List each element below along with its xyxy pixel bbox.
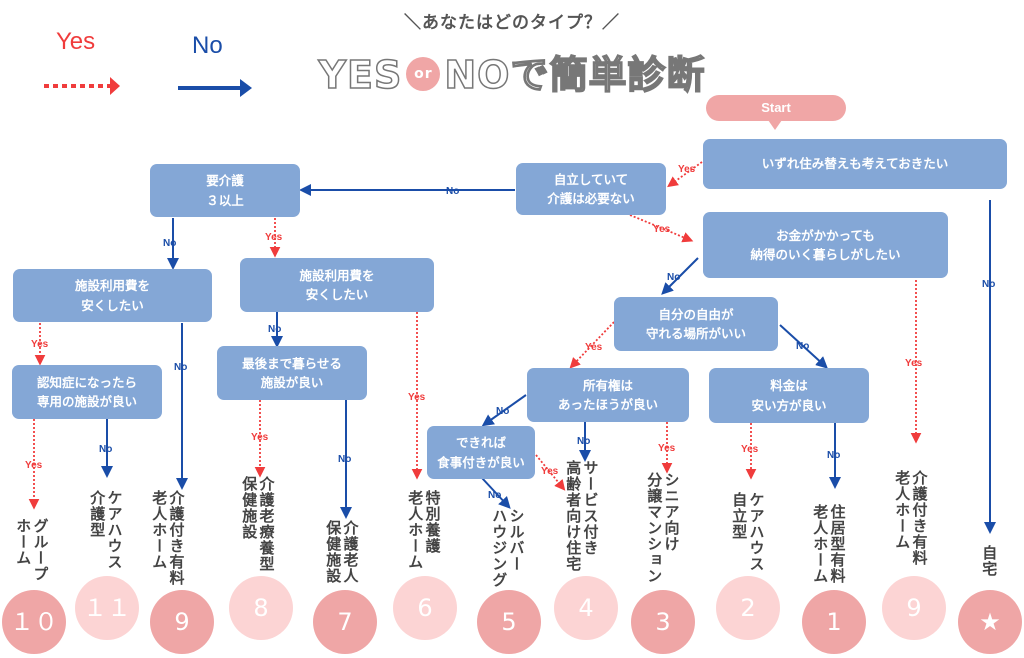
edge-label-no: No [982, 279, 995, 290]
legend-no-arrow-icon [178, 79, 252, 97]
edge-label-yes: Yes [265, 232, 283, 243]
start-badge-pointer [768, 120, 782, 130]
result-circle[interactable]: 8 [229, 576, 293, 640]
edge-q2-yes [629, 214, 694, 243]
legend-arrows [44, 77, 252, 97]
question-q4[interactable]: 要介護 ３以上 [150, 164, 300, 217]
result-circle[interactable]: 3 [631, 590, 695, 654]
legend-yes-arrow-icon [44, 77, 120, 95]
result-circle[interactable]: 1 [802, 590, 866, 654]
result-circle[interactable]: 4 [554, 576, 618, 640]
question-q3[interactable]: お金がかかっても 納得のいく暮らしがしたい [703, 212, 948, 278]
title-or-badge: or [406, 56, 441, 91]
result-label: 住居型有料 老人ホーム [811, 504, 847, 584]
result-label: 自宅 [980, 545, 999, 577]
result-circle-home[interactable]: ★ [958, 590, 1022, 654]
edge-label-no: No [268, 324, 281, 335]
result-label: グループ ホーム [14, 518, 50, 582]
edge-label-no: No [174, 362, 187, 373]
result-label: サービス付き 高齢者向け住宅 [564, 460, 600, 572]
result-circle[interactable]: 9 [150, 590, 214, 654]
question-q1[interactable]: いずれ住み替えも考えておきたい [703, 139, 1007, 189]
edge-label-no: No [488, 490, 501, 501]
result-circle[interactable]: 7 [313, 590, 377, 654]
question-q10[interactable]: 所有権は あったほうが良い [527, 368, 689, 422]
legend-yes-label: Yes [56, 28, 96, 55]
edge-label-yes: Yes [678, 164, 696, 175]
edge-label-no: No [577, 436, 590, 447]
result-label: 特別養護 老人ホーム [406, 490, 442, 570]
edge-q12-no [481, 477, 511, 509]
edge-label-yes: Yes [541, 466, 559, 477]
edge-label-no: No [796, 341, 809, 352]
legend-no-label: No [192, 32, 223, 59]
edge-label-yes: Yes [25, 460, 43, 471]
edge-label-no: No [496, 406, 509, 417]
title-yes: YES [318, 52, 403, 98]
result-label: 介護老人 保健施設 [324, 520, 360, 584]
result-circle[interactable]: 9 [882, 576, 946, 640]
edge-label-no: No [827, 450, 840, 461]
result-circle[interactable]: １１ [75, 576, 139, 640]
start-badge: Start [706, 95, 846, 121]
edge-label-yes: Yes [741, 444, 759, 455]
question-q6[interactable]: 施設利用費を 安くしたい [240, 258, 434, 312]
edge-label-no: No [163, 238, 176, 249]
result-circle[interactable]: 6 [393, 576, 457, 640]
result-label: シルバー ハウジング [490, 508, 526, 588]
result-circle[interactable]: 5 [477, 590, 541, 654]
question-q9[interactable]: 自分の自由が 守れる場所がいい [614, 297, 778, 351]
edge-label-no: No [99, 444, 112, 455]
edge-label-yes: Yes [658, 443, 676, 454]
question-q7[interactable]: 認知症になったら 専用の施設が良い [12, 365, 162, 419]
result-label: ケアハウス 自立型 [730, 492, 766, 572]
header-subtitle: ＼あなたはどのタイプ？／ [404, 13, 620, 33]
title-rest: NOで簡単診断 [444, 52, 706, 98]
edge-q9-no [779, 324, 828, 369]
question-q12[interactable]: できれば 食事付きが良い [427, 426, 535, 479]
edge-q10-no [481, 394, 527, 427]
edge-label-yes: Yes [585, 342, 603, 353]
edge-label-yes: Yes [31, 339, 49, 350]
edge-label-yes: Yes [251, 432, 269, 443]
edge-q12-yes [535, 454, 566, 491]
result-label: シニア向け 分譲マンション [645, 472, 681, 584]
result-label: ケアハウス 介護型 [88, 490, 124, 570]
question-q11[interactable]: 料金は 安い方が良い [709, 368, 869, 423]
edge-label-no: No [446, 186, 459, 197]
edge-label-no: No [338, 454, 351, 465]
edge-q1-yes [667, 161, 703, 188]
result-circle[interactable]: １０ [2, 590, 66, 654]
result-label: 介護老療養型 保健施設 [240, 476, 276, 572]
edge-q3-no [661, 257, 699, 295]
question-q5[interactable]: 施設利用費を 安くしたい [13, 269, 212, 322]
result-label: 介護付き有料 老人ホーム [893, 470, 929, 566]
edge-label-yes: Yes [653, 224, 671, 235]
edge-label-yes: Yes [905, 358, 923, 369]
edge-label-no: No [667, 272, 680, 283]
question-q2[interactable]: 自立していて 介護は必要ない [516, 163, 666, 215]
question-q8[interactable]: 最後まで暮らせる 施設が良い [217, 346, 367, 400]
edge-label-yes: Yes [408, 392, 426, 403]
result-label: 介護付き有料 老人ホーム [150, 490, 186, 586]
result-circle[interactable]: 2 [716, 576, 780, 640]
